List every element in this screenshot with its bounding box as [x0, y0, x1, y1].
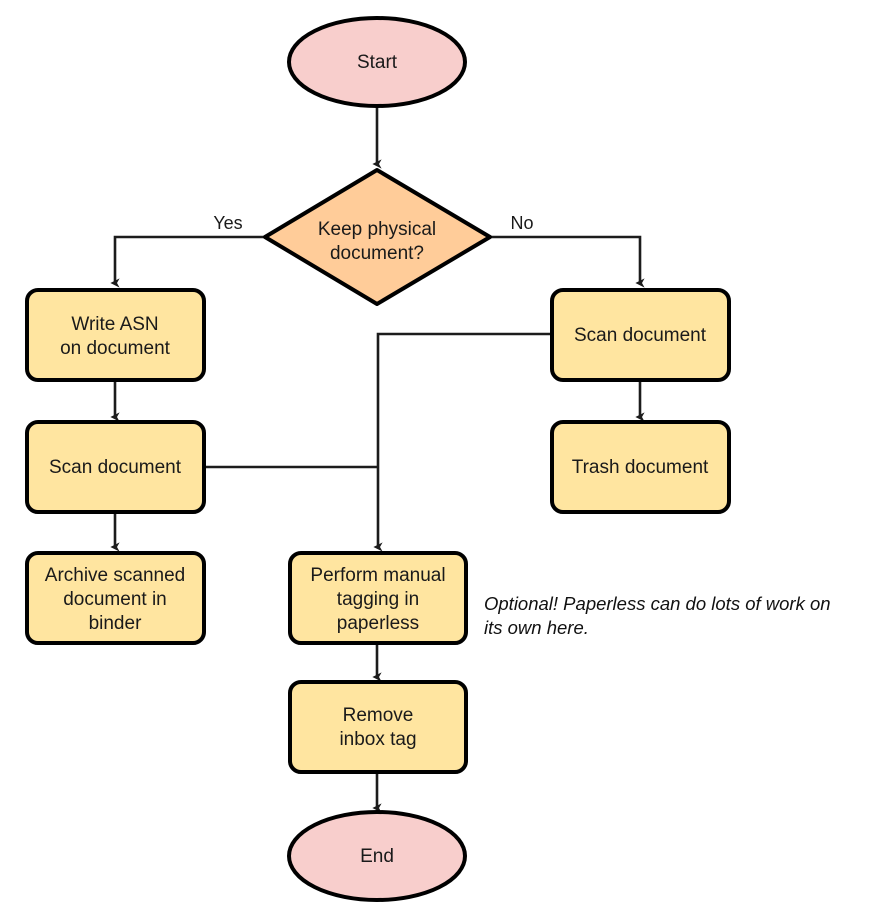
remove-inbox-label-line2: inbox tag — [339, 729, 416, 750]
annotation-line1: Optional! Paperless can do lots of work … — [484, 593, 831, 614]
scan-document-left-box — [25, 420, 206, 514]
node-scan-document-right[interactable]: Scan document — [550, 288, 731, 382]
decision-label-line2: document? — [330, 243, 424, 264]
tagging-label-line2: tagging in — [337, 589, 419, 610]
decision-label-line1: Keep physical — [318, 219, 436, 240]
tagging-label-line3: paperless — [337, 613, 419, 634]
archive-label-line3: binder — [89, 613, 142, 634]
node-scan-document-left[interactable]: Scan document — [25, 420, 206, 514]
archive-box — [25, 551, 206, 645]
decision-diamond — [263, 168, 492, 306]
scan-document-right-label: Scan document — [574, 325, 707, 346]
edge-label-no: No — [510, 213, 533, 233]
remove-inbox-label-line1: Remove — [343, 705, 414, 726]
trash-document-box — [550, 420, 731, 514]
node-perform-manual-tagging[interactable]: Perform manual tagging in paperless — [288, 551, 468, 645]
node-end[interactable]: End — [287, 810, 467, 902]
write-asn-label-line2: on document — [60, 338, 171, 359]
tagging-box — [288, 551, 468, 645]
scan-document-right-box — [550, 288, 731, 382]
node-remove-inbox-tag[interactable]: Remove inbox tag — [288, 680, 468, 774]
end-label: End — [360, 846, 394, 867]
node-trash-document[interactable]: Trash document — [550, 420, 731, 514]
node-start[interactable]: Start — [287, 16, 467, 108]
start-ellipse — [287, 16, 467, 108]
end-ellipse — [287, 810, 467, 902]
node-keep-physical-document-decision[interactable]: Keep physical document? — [263, 168, 492, 306]
archive-label-line1: Archive scanned — [45, 565, 185, 586]
start-label: Start — [357, 52, 398, 73]
tagging-label-line1: Perform manual — [310, 565, 445, 586]
edge-decision-no-to-scan-right — [490, 235, 645, 288]
edge-decision-yes-to-write-asn — [110, 235, 265, 288]
archive-label-line2: document in — [63, 589, 167, 610]
edge-scan-right-to-tagging — [373, 332, 552, 552]
node-write-asn[interactable]: Write ASN on document — [25, 288, 206, 382]
edge-label-yes: Yes — [213, 213, 242, 233]
annotation-line2: its own here. — [484, 617, 589, 638]
scan-document-left-label: Scan document — [49, 457, 182, 478]
write-asn-box — [25, 288, 206, 382]
remove-inbox-tag-box — [288, 680, 468, 774]
trash-document-label: Trash document — [572, 457, 709, 478]
write-asn-label-line1: Write ASN — [71, 314, 158, 335]
node-archive-scanned-document[interactable]: Archive scanned document in binder — [25, 551, 206, 645]
